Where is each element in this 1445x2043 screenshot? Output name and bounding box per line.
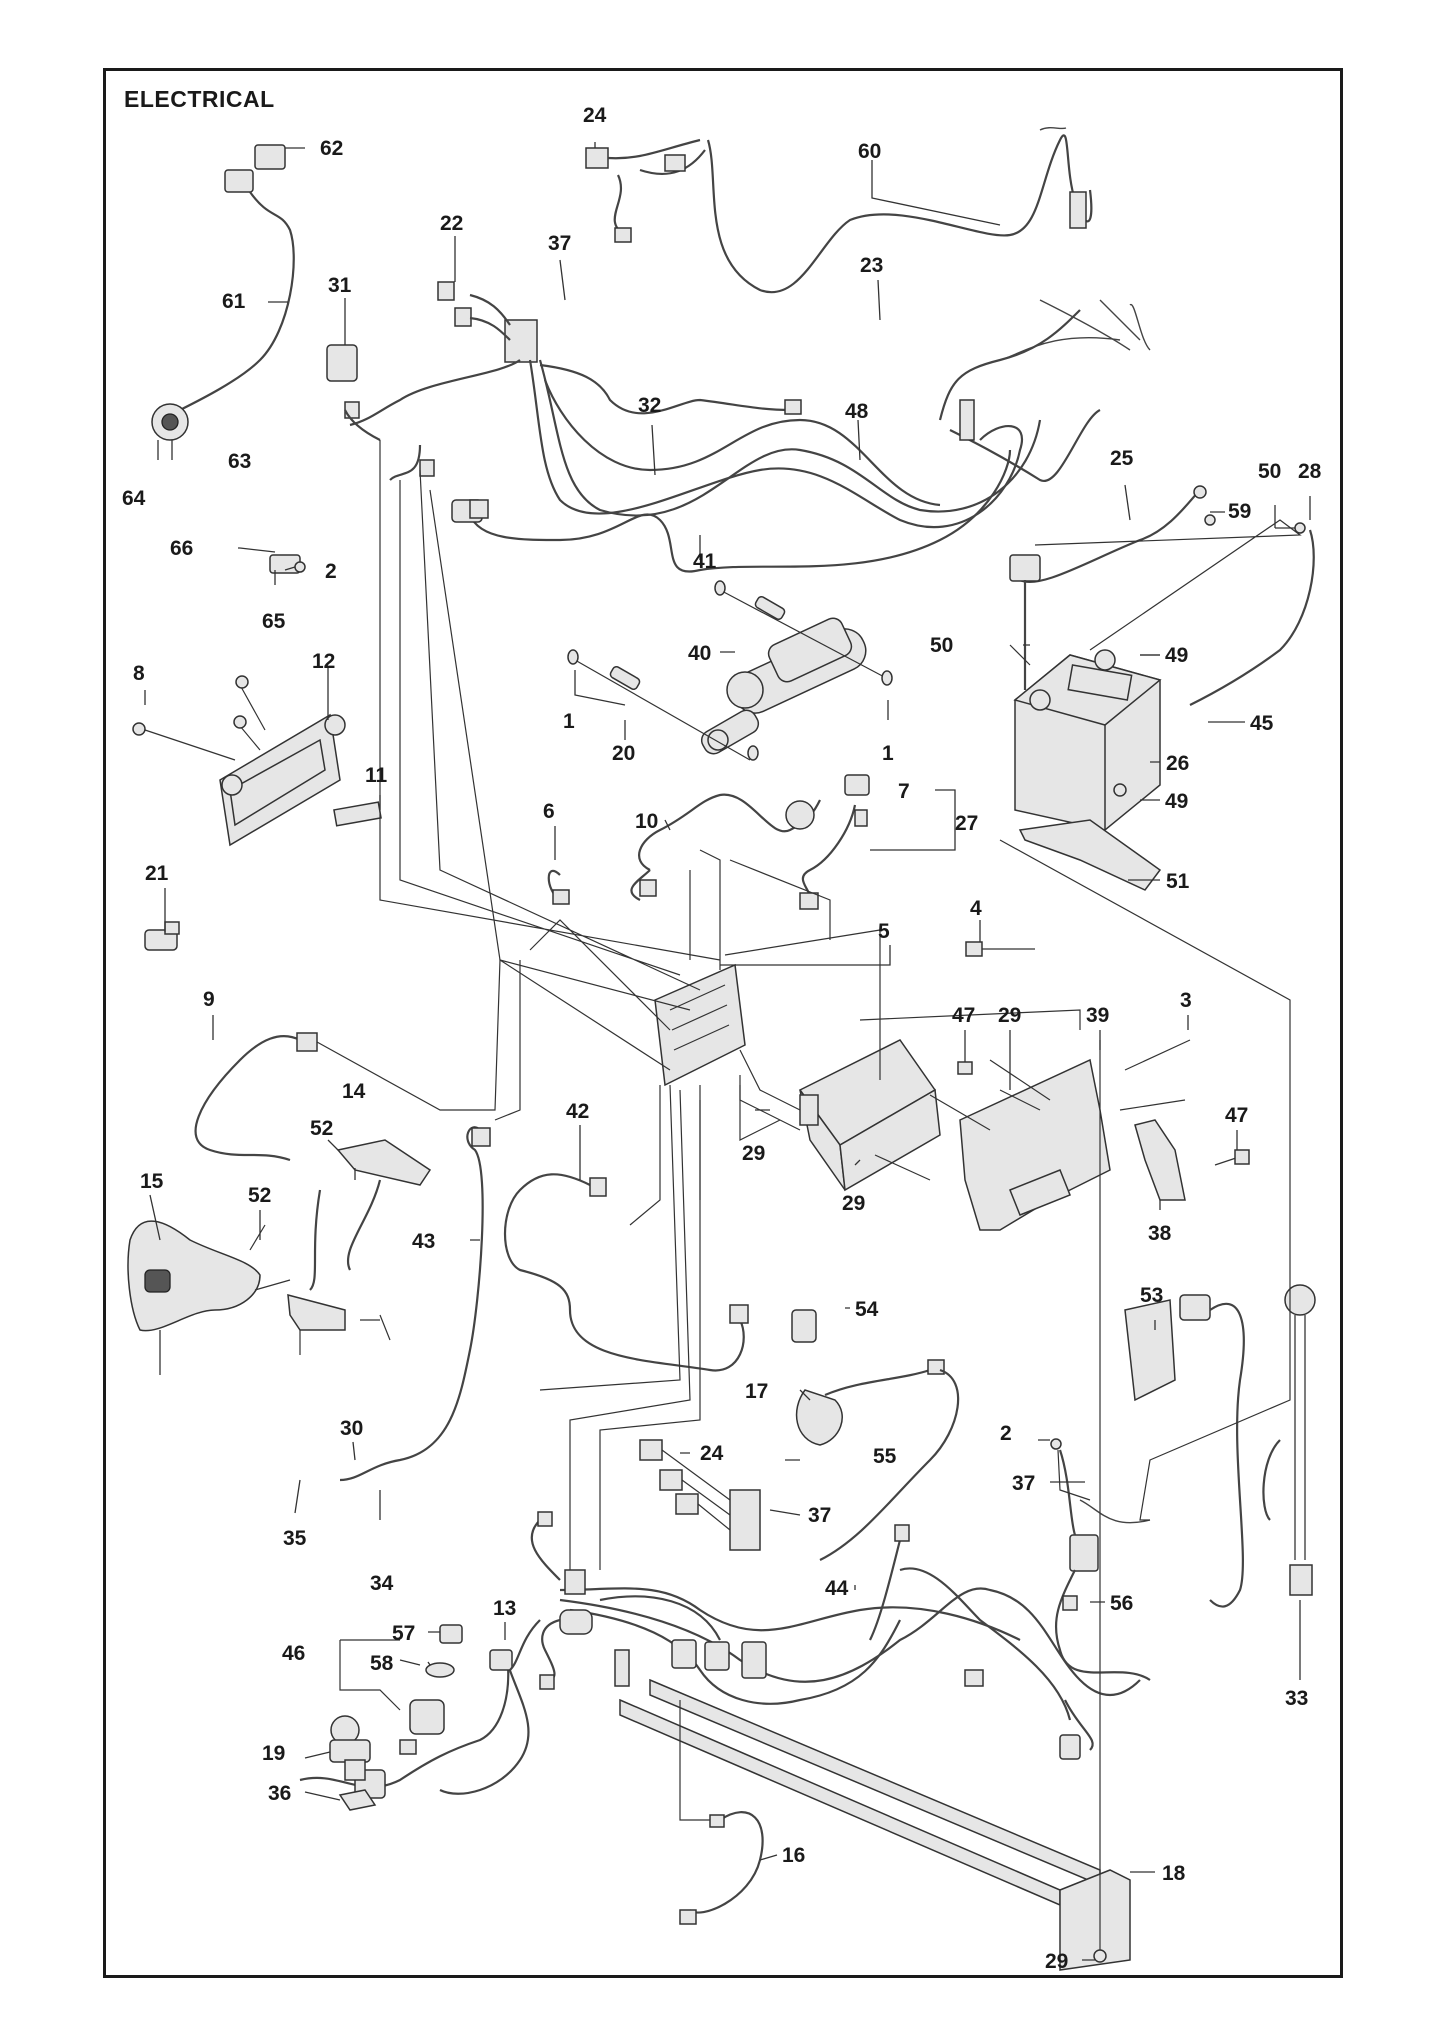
callout-64: 64 xyxy=(122,487,146,510)
callout-21: 21 xyxy=(145,862,169,885)
callout-35: 35 xyxy=(283,1527,307,1550)
callout-47b: 47 xyxy=(1225,1104,1248,1127)
callout-13: 13 xyxy=(493,1597,516,1620)
callout-3: 3 xyxy=(1180,989,1192,1012)
callout-29: 29 xyxy=(998,1004,1021,1027)
callout-29b: 29 xyxy=(742,1142,765,1165)
callout-17: 17 xyxy=(745,1380,768,1403)
callout-26: 26 xyxy=(1166,752,1189,775)
callout-66: 66 xyxy=(170,537,193,560)
callout-6: 6 xyxy=(543,800,555,823)
callout-33: 33 xyxy=(1285,1687,1308,1710)
callout-44: 44 xyxy=(825,1577,849,1600)
mounting-bracket xyxy=(959,1058,1186,1231)
callout-30: 30 xyxy=(340,1417,363,1440)
callout-49b: 49 xyxy=(1165,790,1188,813)
callout-39: 39 xyxy=(1086,1004,1109,1027)
headlight xyxy=(127,1220,261,1332)
callout-32: 32 xyxy=(638,394,661,417)
actuator xyxy=(700,617,867,755)
diagram-frame xyxy=(103,68,1343,1978)
cross-member xyxy=(619,1678,1131,1971)
callout-16: 16 xyxy=(782,1844,805,1867)
callout-24b: 24 xyxy=(700,1442,724,1465)
callout-57: 57 xyxy=(392,1622,415,1645)
callout-labels: 62 24 60 22 37 31 61 23 32 48 63 64 25 5… xyxy=(122,104,1322,1973)
callout-60: 60 xyxy=(858,140,881,163)
callout-7: 7 xyxy=(898,780,910,803)
callout-1: 1 xyxy=(563,710,575,733)
callout-2b: 2 xyxy=(1000,1422,1012,1445)
callout-55: 55 xyxy=(873,1445,897,1468)
callout-24: 24 xyxy=(583,104,607,127)
callout-58: 58 xyxy=(370,1652,394,1675)
callout-37c: 37 xyxy=(808,1504,831,1527)
callout-63: 63 xyxy=(228,450,251,473)
callout-15: 15 xyxy=(140,1170,164,1193)
callout-37: 37 xyxy=(548,232,571,255)
callout-43: 43 xyxy=(412,1230,435,1253)
callout-1b: 1 xyxy=(882,742,894,765)
callout-5: 5 xyxy=(878,920,890,943)
callout-65: 65 xyxy=(262,610,286,633)
callout-2: 2 xyxy=(325,560,337,583)
callout-45: 45 xyxy=(1250,712,1274,735)
callout-50: 50 xyxy=(1258,460,1281,483)
callout-14: 14 xyxy=(342,1080,366,1103)
callout-48: 48 xyxy=(845,400,869,423)
callout-59: 59 xyxy=(1228,500,1251,523)
callout-31: 31 xyxy=(328,274,352,297)
circuit-board xyxy=(654,963,746,1087)
callout-29d: 29 xyxy=(1045,1950,1068,1973)
callout-34: 34 xyxy=(370,1572,394,1595)
callout-22: 22 xyxy=(440,212,463,235)
callout-11: 11 xyxy=(365,764,388,787)
callout-52b: 52 xyxy=(248,1184,271,1207)
callout-62: 62 xyxy=(320,137,343,160)
callout-51: 51 xyxy=(1166,870,1190,893)
callout-9: 9 xyxy=(203,988,215,1011)
callout-46: 46 xyxy=(282,1642,305,1665)
callout-19: 19 xyxy=(262,1742,285,1765)
callout-54: 54 xyxy=(855,1298,879,1321)
callout-36: 36 xyxy=(268,1782,291,1805)
callout-40: 40 xyxy=(688,642,711,665)
callout-50b: 50 xyxy=(930,634,953,657)
controller-box xyxy=(798,1039,941,1192)
callout-37b: 37 xyxy=(1012,1472,1035,1495)
control-module xyxy=(219,713,346,847)
diagram-title: ELECTRICAL xyxy=(124,86,275,112)
callout-41: 41 xyxy=(693,550,717,573)
callout-28: 28 xyxy=(1298,460,1322,483)
callout-47: 47 xyxy=(952,1004,975,1027)
callout-61: 61 xyxy=(222,290,246,313)
callout-8: 8 xyxy=(133,662,145,685)
callout-23: 23 xyxy=(860,254,883,277)
callout-4: 4 xyxy=(970,897,982,920)
callout-53: 53 xyxy=(1140,1284,1163,1307)
callout-56: 56 xyxy=(1110,1592,1133,1615)
callout-42: 42 xyxy=(566,1100,589,1123)
callout-20: 20 xyxy=(612,742,635,765)
callout-12: 12 xyxy=(312,650,335,673)
callout-25: 25 xyxy=(1110,447,1134,470)
callout-38: 38 xyxy=(1148,1222,1172,1245)
callout-27: 27 xyxy=(955,812,978,835)
callout-52: 52 xyxy=(310,1117,333,1140)
callout-10: 10 xyxy=(635,810,658,833)
battery xyxy=(1013,649,1162,831)
callout-49: 49 xyxy=(1165,644,1188,667)
callout-29c: 29 xyxy=(842,1192,865,1215)
callout-18: 18 xyxy=(1162,1862,1186,1885)
